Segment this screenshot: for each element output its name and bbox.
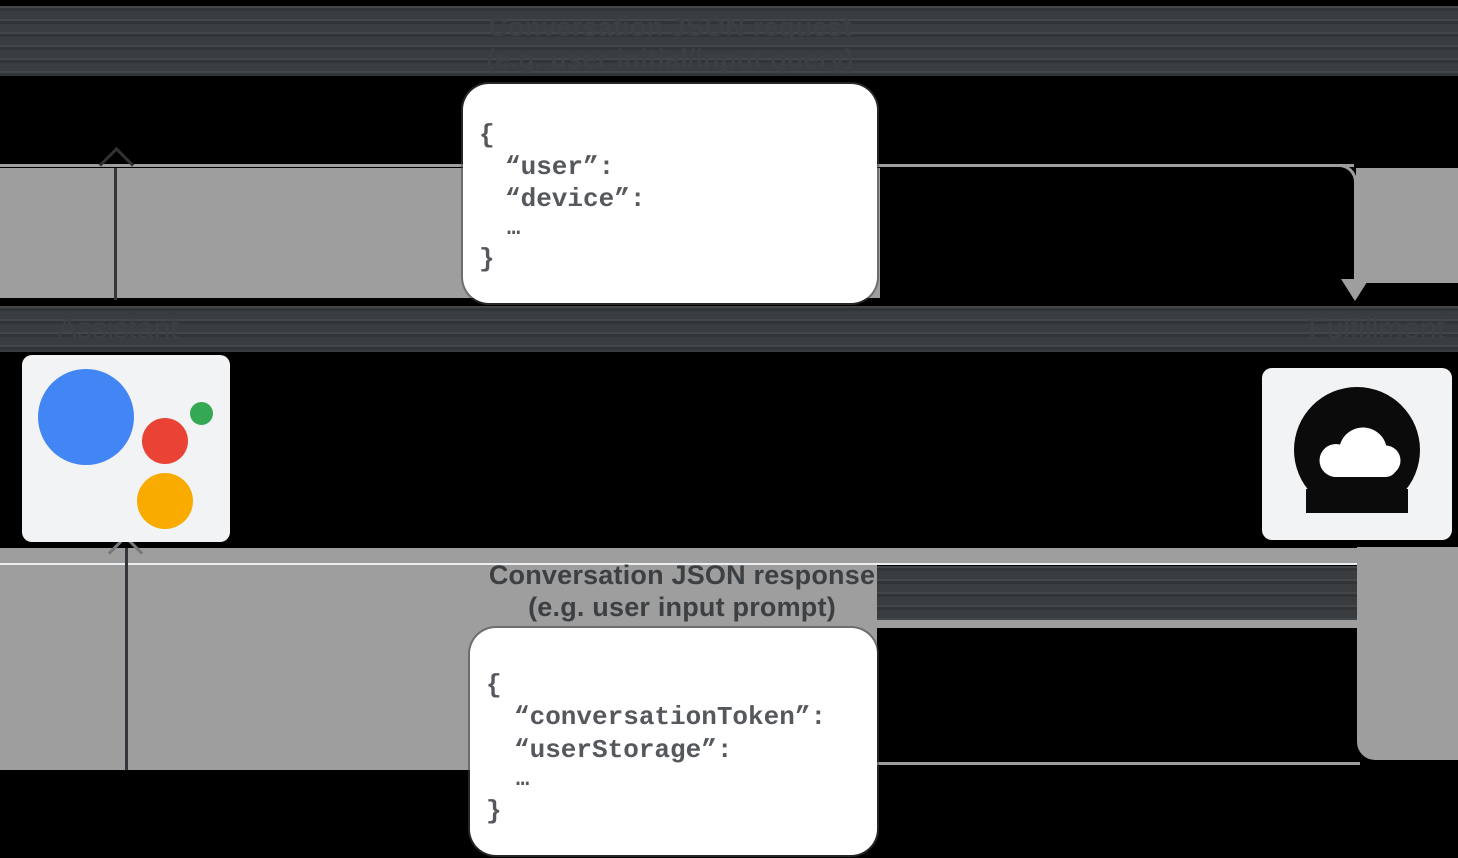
response-payload-card: { “conversationToken”: “userStorage”: … … xyxy=(470,628,877,855)
response-up-arrow-line xyxy=(125,548,128,770)
request-json-field2: “device”: xyxy=(505,184,646,214)
response-arrow-highlight xyxy=(0,563,1357,565)
response-arrow-downstrip xyxy=(1357,547,1458,760)
response-label-line1: Conversation JSON response xyxy=(488,560,876,590)
assistant-logo-blue-circle xyxy=(38,369,134,465)
request-payload-card: { “user”: “device”: … } xyxy=(463,84,877,303)
request-json-field1: “user”: xyxy=(505,152,615,182)
request-json-close: } xyxy=(479,244,495,274)
assistant-logo-red-circle xyxy=(142,418,188,464)
page-stripe-band xyxy=(0,306,1458,352)
response-json-close: } xyxy=(486,796,502,826)
fulfillment-label: Fulfillment xyxy=(1308,312,1445,345)
request-arrowhead-icon xyxy=(1341,279,1369,301)
assistant-card xyxy=(22,355,230,542)
page-stripe-band xyxy=(0,6,1458,76)
response-json-field1: “conversationToken”: xyxy=(514,702,827,732)
response-arrow-shaft-row xyxy=(877,620,1357,628)
cloud-icon xyxy=(1294,387,1420,513)
request-arrow-shaft-right xyxy=(1356,168,1458,283)
request-up-arrow-line xyxy=(114,168,117,300)
response-json-field2: “userStorage”: xyxy=(514,735,733,765)
request-label-line1: Conversation JSON request xyxy=(488,12,852,42)
fulfillment-card xyxy=(1262,368,1452,540)
response-json-open: { xyxy=(486,670,502,700)
response-arrow-shaft-row xyxy=(877,548,1357,564)
request-label-line2: (e.g. user initial/input query) xyxy=(486,44,854,74)
assistant-label: Assistant xyxy=(57,312,179,345)
response-arrow-line xyxy=(470,762,1360,765)
request-json-ellipsis: … xyxy=(507,216,521,241)
request-arrow-elbow xyxy=(877,164,1357,285)
response-label-line2: (e.g. user input prompt) xyxy=(528,592,836,622)
request-json-open: { xyxy=(479,120,495,150)
assistant-logo-yellow-circle xyxy=(137,473,193,529)
response-json-ellipsis: … xyxy=(516,767,530,792)
assistant-logo-green-circle xyxy=(190,402,213,425)
